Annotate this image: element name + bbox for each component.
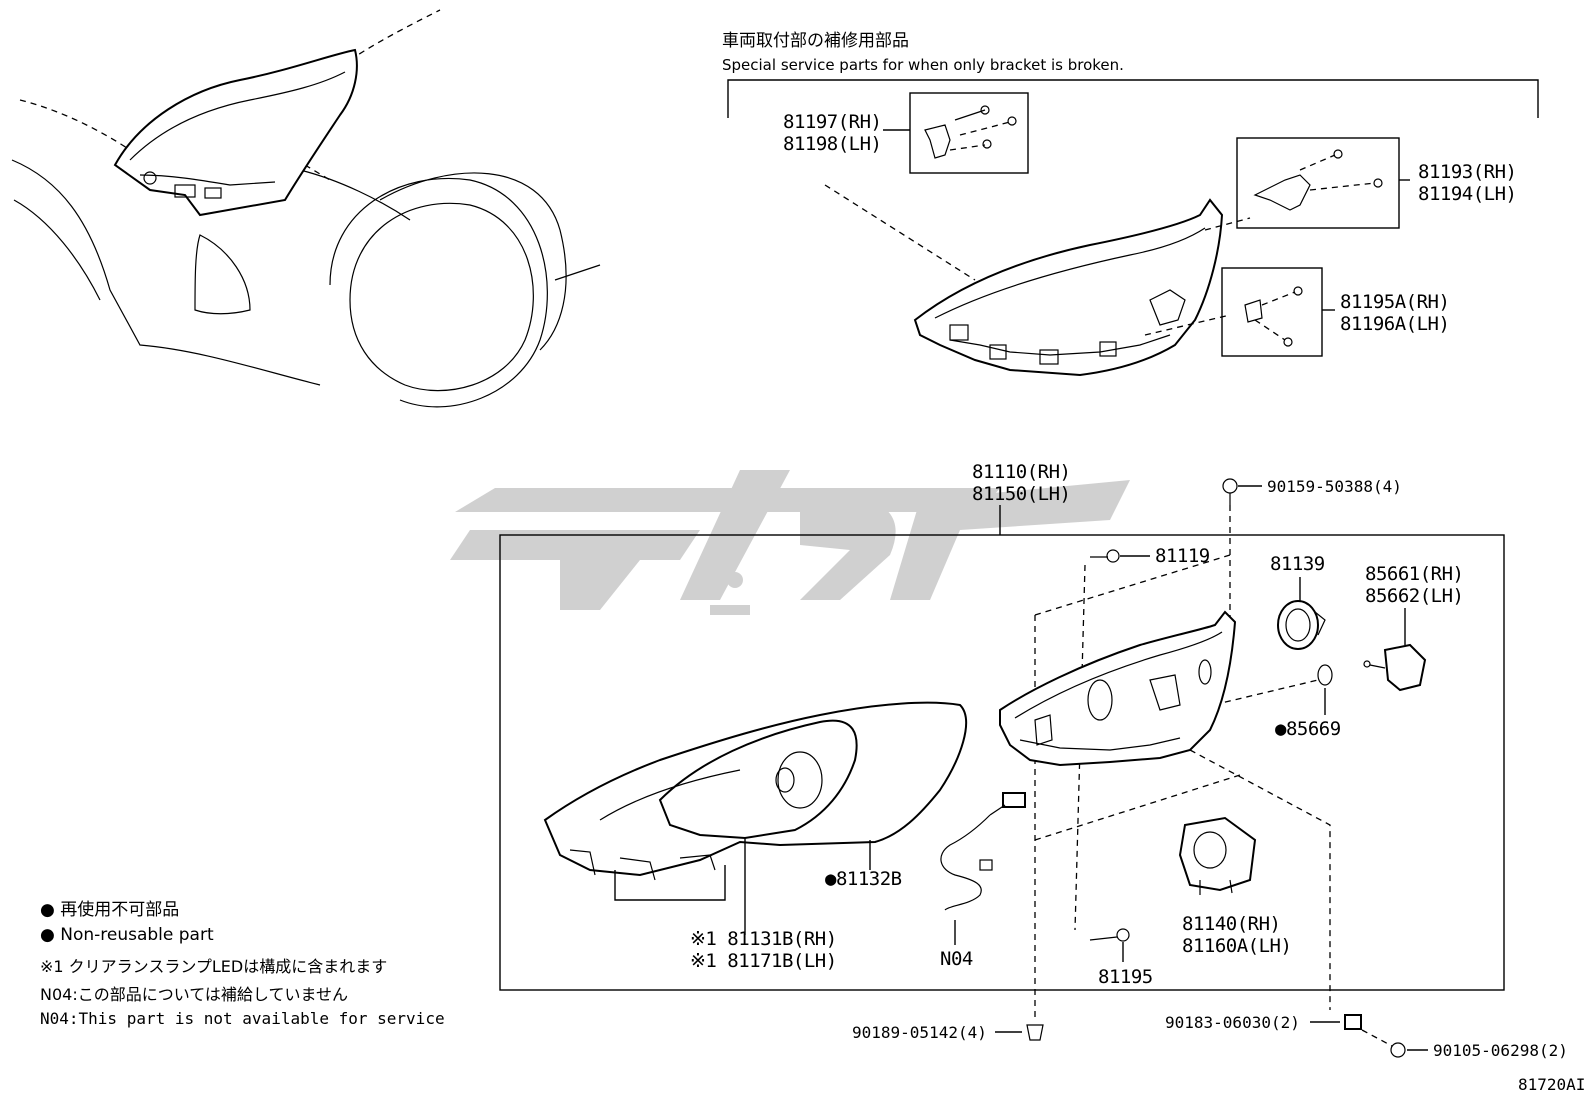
callout-81150: 81150(LH) <box>972 483 1070 505</box>
nut-90183-icon <box>1344 1014 1362 1030</box>
legend-nonreusable-en: ● Non-reusable part <box>40 925 214 945</box>
headlamp-housing-main <box>999 610 1237 767</box>
screw-81119-icon <box>1106 549 1120 563</box>
callout-81198: 81198(LH) <box>783 133 881 155</box>
legend-nonreusable-jp: ● 再使用不可部品 <box>40 899 179 920</box>
callout-N04: N04 <box>940 948 973 970</box>
car-front-outline <box>11 9 601 408</box>
service-header-jp: 車両取付部の補修用部品 <box>722 31 909 51</box>
actuator-85661-icon <box>1383 643 1427 692</box>
projector-81140-icon <box>1178 816 1257 892</box>
bracket-box-81195A <box>1221 267 1323 357</box>
wire-harness-n04-icon <box>940 814 991 911</box>
callout-81197: 81197(RH) <box>783 111 881 133</box>
assembly-section: 81110(RH) 81150(LH) 90159-50388(4) 81119… <box>499 461 1505 1020</box>
callout-81194: 81194(LH) <box>1418 183 1516 205</box>
callout-81139: 81139 <box>1270 553 1325 575</box>
service-parts-section: 車両取付部の補修用部品 Special service parts for wh… <box>722 31 1539 377</box>
bracket-box-81197 <box>909 92 1029 174</box>
callout-90105: 90105-06298(2) <box>1433 1041 1568 1060</box>
callout-81110: 81110(RH) <box>972 461 1070 483</box>
callout-81132B: ●81132B <box>825 868 902 890</box>
callout-81195: 81195 <box>1098 966 1153 988</box>
callout-81171B: ※1 81171B(LH) <box>690 950 837 972</box>
callout-81119: 81119 <box>1155 545 1210 567</box>
fasteners-bottom: 90189-05142(4) 90183-06030(2) 90105-0629… <box>852 1013 1568 1060</box>
headlamp-housing-top <box>913 198 1224 377</box>
callout-90189: 90189-05142(4) <box>852 1023 987 1042</box>
callout-90159: 90159-50388(4) <box>1267 477 1402 496</box>
screw-81195-icon <box>1116 928 1130 942</box>
callout-81140: 81140(RH) <box>1182 913 1280 935</box>
legend-n04-en: N04:This part is not available for servi… <box>40 1009 445 1028</box>
callout-85661: 85661(RH) <box>1365 563 1463 585</box>
callout-81160A: 81160A(LH) <box>1182 935 1291 957</box>
callout-81193: 81193(RH) <box>1418 161 1516 183</box>
callout-85662: 85662(LH) <box>1365 585 1463 607</box>
ring-81139-icon <box>1277 600 1319 650</box>
gasket-81132B <box>658 719 858 840</box>
legend-note1: ※1 クリアランスランプLEDは構成に含まれます <box>40 957 387 976</box>
callout-81195A: 81195A(RH) <box>1340 291 1449 313</box>
bracket-box-81193 <box>1236 137 1400 229</box>
bolt-90105-icon <box>1390 1042 1406 1058</box>
callout-90183: 90183-06030(2) <box>1165 1013 1300 1032</box>
callout-81196A: 81196A(LH) <box>1340 313 1449 335</box>
legend: ● 再使用不可部品 ● Non-reusable part ※1 クリアランスラ… <box>40 899 445 1028</box>
clip-90189-icon <box>1026 1024 1044 1041</box>
callout-81131B: ※1 81131B(RH) <box>690 928 837 950</box>
figure-id: 81720AI <box>1518 1075 1585 1094</box>
callout-85669: ●85669 <box>1275 718 1341 740</box>
service-header-en: Special service parts for when only brac… <box>722 56 1124 74</box>
legend-n04-jp: N04:この部品については補給していません <box>40 985 348 1004</box>
oring-85669-icon <box>1317 664 1333 686</box>
watermark-logo <box>450 470 1130 615</box>
assembly-boundary-box <box>499 534 1505 991</box>
screw-90159-icon <box>1222 478 1238 494</box>
